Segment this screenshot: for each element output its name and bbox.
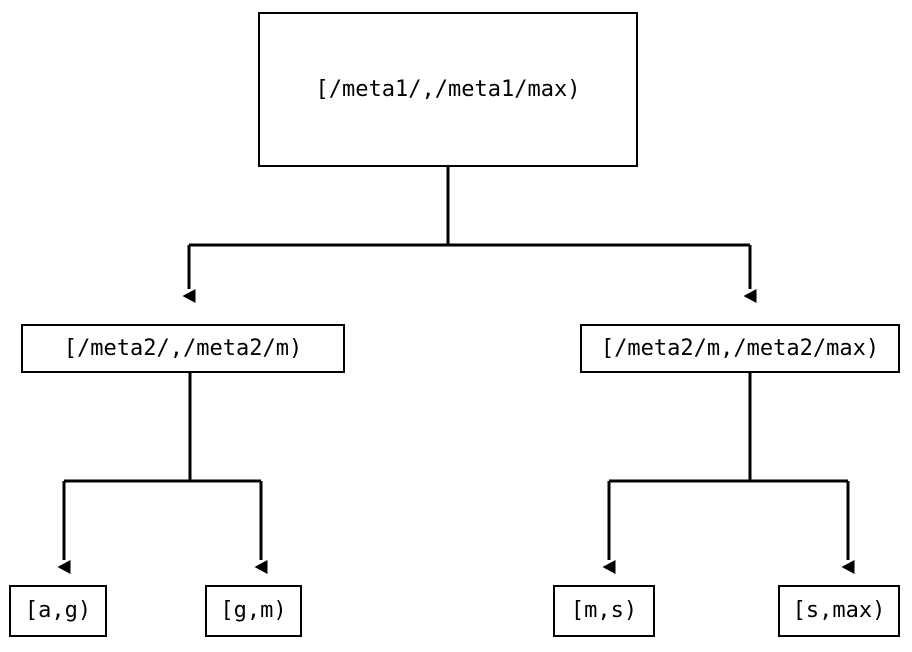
tree-node-leaf-a-g-label: [a,g): [24, 598, 92, 623]
tree-node-root-label: [/meta1/,/meta1/max): [315, 76, 581, 102]
edge-level2-right-to-leaves: [602, 373, 855, 574]
tree-node-level2-left[interactable]: [/meta2/,/meta2/m): [21, 324, 345, 373]
tree-node-leaf-m-s-label: [m,s): [570, 598, 638, 623]
tree-node-leaf-s-max-label: [s,max): [792, 598, 886, 623]
tree-node-leaf-g-m[interactable]: [g,m): [205, 585, 302, 637]
tree-node-leaf-g-m-label: [g,m): [220, 598, 287, 623]
edge-root-to-level2: [182, 167, 757, 303]
tree-node-level2-left-label: [/meta2/,/meta2/m): [63, 335, 303, 361]
tree-node-level2-right[interactable]: [/meta2/m,/meta2/max): [580, 324, 900, 373]
tree-node-leaf-a-g[interactable]: [a,g): [9, 585, 107, 637]
tree-node-root[interactable]: [/meta1/,/meta1/max): [258, 12, 638, 167]
tree-node-leaf-s-max[interactable]: [s,max): [778, 585, 900, 637]
tree-node-leaf-m-s[interactable]: [m,s): [553, 585, 655, 637]
tree-node-level2-right-label: [/meta2/m,/meta2/max): [600, 335, 880, 361]
edge-level2-left-to-leaves: [57, 373, 268, 574]
